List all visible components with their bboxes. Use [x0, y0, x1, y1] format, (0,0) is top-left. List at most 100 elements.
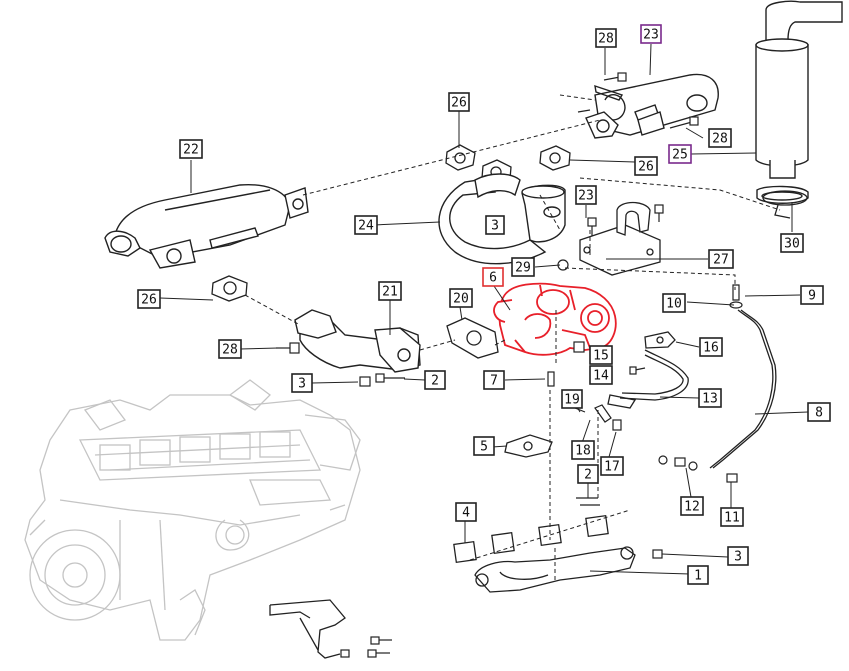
callout-1: 1 — [687, 565, 709, 585]
callout-number: 22 — [183, 143, 199, 158]
callout-29: 29 — [511, 257, 535, 277]
callout-number: 11 — [724, 511, 740, 526]
callout-number: 27 — [713, 253, 729, 268]
callout-box — [807, 402, 831, 422]
callout-box — [589, 345, 613, 365]
callout-box — [482, 267, 504, 287]
callout-box — [699, 337, 723, 357]
callout-22: 22 — [179, 139, 203, 159]
callout-number: 15 — [593, 349, 609, 364]
callout-number: 9 — [808, 289, 816, 304]
callout-21: 21 — [378, 281, 402, 301]
callout-number: 20 — [453, 292, 469, 307]
callout-number: 28 — [598, 32, 614, 47]
callout-number: 19 — [564, 393, 580, 408]
callout-box — [291, 373, 313, 393]
callout-number: 29 — [515, 261, 531, 276]
callout-7: 7 — [483, 370, 505, 390]
callout-27: 27 — [708, 249, 734, 269]
callout-box — [780, 233, 804, 253]
support-bracket — [579, 201, 661, 276]
callout-28: 28 — [595, 28, 617, 48]
callout-28: 28 — [708, 128, 732, 148]
callout-number: 25 — [672, 148, 688, 163]
callout-10: 10 — [662, 293, 686, 313]
callout-26: 26 — [448, 92, 470, 112]
callout-5: 5 — [473, 436, 495, 456]
callout-box — [137, 289, 161, 309]
callout-box — [600, 456, 624, 476]
callout-number: 26 — [638, 160, 654, 175]
callout-box — [378, 281, 402, 301]
callout-11: 11 — [720, 507, 744, 527]
callout-number: 4 — [462, 506, 470, 521]
callout-number: 21 — [382, 285, 398, 300]
callout-number: 6 — [489, 271, 497, 286]
catalytic-converter — [104, 183, 309, 269]
callout-23: 23 — [575, 185, 597, 205]
callout-number: 24 — [358, 219, 374, 234]
callout-number: 14 — [593, 369, 609, 384]
callout-number: 3 — [298, 377, 306, 392]
callout-box — [708, 128, 732, 148]
callout-box — [424, 370, 446, 390]
callout-box — [589, 365, 613, 385]
callout-24: 24 — [354, 215, 378, 235]
callout-30: 30 — [780, 233, 804, 253]
callout-box — [720, 507, 744, 527]
callout-box — [455, 502, 477, 522]
callout-leaders — [159, 43, 809, 575]
engine-block-ghost — [24, 379, 361, 641]
callout-number: 18 — [575, 444, 591, 459]
callout-20: 20 — [449, 288, 473, 308]
callout-number: 12 — [684, 500, 700, 515]
callout-15: 15 — [589, 345, 613, 365]
fasteners — [276, 72, 743, 658]
callout-box — [449, 288, 473, 308]
callout-box — [511, 257, 535, 277]
callout-box — [687, 565, 709, 585]
assembly-dashed-lines — [244, 94, 781, 580]
exhaust-muffler — [755, 0, 843, 204]
callout-number: 2 — [431, 374, 439, 389]
callout-19: 19 — [561, 389, 583, 409]
callout-number: 28 — [222, 343, 238, 358]
callout-2: 2 — [424, 370, 446, 390]
callout-box — [485, 215, 505, 235]
callout-number: 3 — [491, 219, 499, 234]
callout-number: 2 — [584, 468, 592, 483]
callout-box — [179, 139, 203, 159]
callout-number: 1 — [694, 569, 702, 584]
callout-18: 18 — [571, 440, 595, 460]
callout-box — [218, 339, 242, 359]
callout-box — [575, 185, 597, 205]
callout-13: 13 — [698, 388, 722, 408]
callout-number: 17 — [604, 460, 620, 475]
exhaust-pipes — [294, 173, 566, 373]
callout-number: 30 — [784, 237, 800, 252]
callout-3: 3 — [485, 215, 505, 235]
callout-number: 23 — [578, 189, 594, 204]
callout-box — [800, 285, 824, 305]
callout-3: 3 — [291, 373, 313, 393]
callout-8: 8 — [807, 402, 831, 422]
callout-box — [640, 24, 662, 44]
oil-lines — [269, 309, 777, 659]
callout-number: 28 — [712, 132, 728, 147]
callout-number: 16 — [703, 341, 719, 356]
callout-number: 26 — [451, 96, 467, 111]
callout-number: 7 — [490, 374, 498, 389]
callout-9: 9 — [800, 285, 824, 305]
callout-box — [561, 389, 583, 409]
callout-12: 12 — [680, 496, 704, 516]
callout-box — [662, 293, 686, 313]
callout-number: 3 — [734, 550, 742, 565]
callout-28: 28 — [218, 339, 242, 359]
callout-box — [708, 249, 734, 269]
callout-box — [473, 436, 495, 456]
callout-number: 13 — [702, 392, 718, 407]
pipe-clamp — [762, 190, 808, 219]
